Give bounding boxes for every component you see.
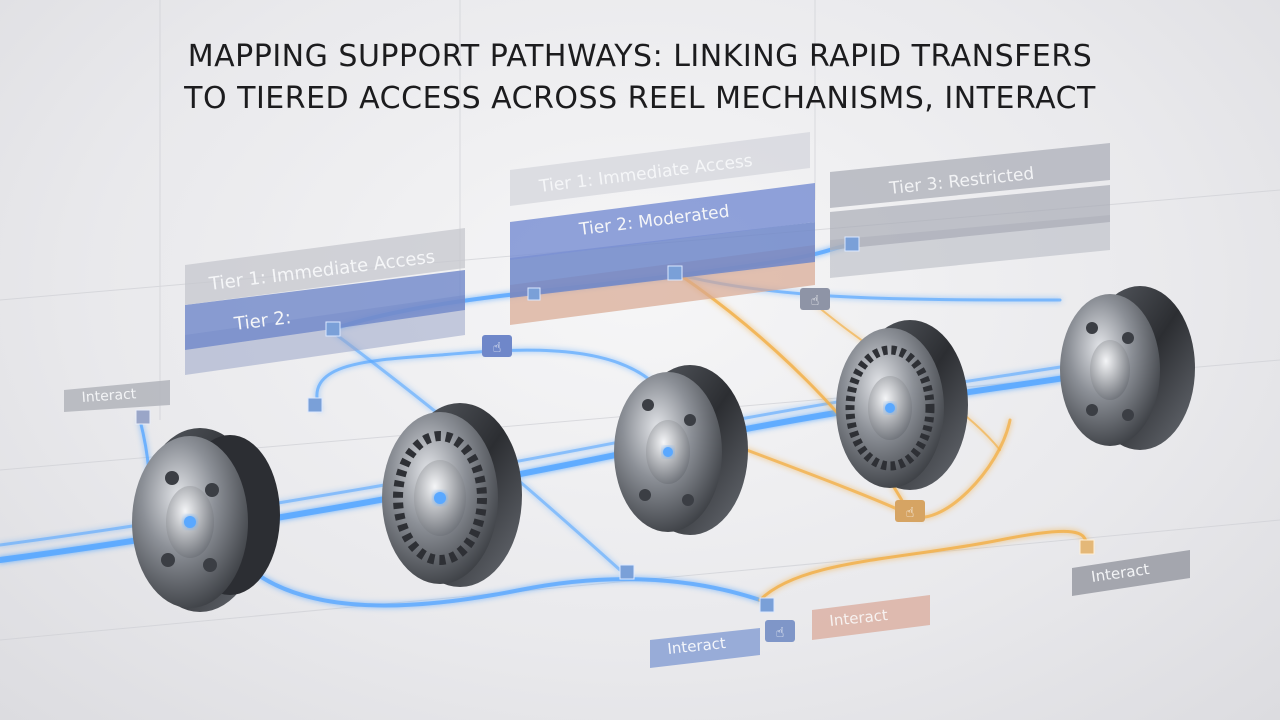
tier-layer-bottom [830, 215, 1110, 278]
tier-1-layer [185, 228, 465, 305]
svg-text:Interact: Interact [81, 386, 137, 406]
tier-stack-3: Tier 3: Restricted [830, 143, 1110, 278]
tier-layer-mid [830, 185, 1110, 250]
reel-2 [382, 403, 522, 587]
reel-4 [836, 320, 968, 490]
connector-nodes [135, 236, 1095, 613]
interact-button-bottom-left[interactable]: Interact [650, 628, 760, 668]
tier-layer-blue [510, 222, 815, 298]
reel-3 [614, 365, 748, 535]
interact-button-left[interactable]: Interact [64, 380, 170, 412]
tier-stack-1: Tier 1: Immediate Access Tier 2: [185, 228, 465, 375]
touch-icon-1[interactable]: ☝ [482, 335, 512, 357]
svg-text:☝: ☝ [811, 293, 820, 309]
pathway-lower-left [238, 558, 762, 608]
svg-text:☝: ☝ [493, 340, 502, 356]
page-title: MAPPING SUPPORT PATHWAYS: LINKING RAPID … [0, 36, 1280, 120]
title-line-2: TO TIERED ACCESS ACROSS REEL MECHANISMS,… [184, 81, 1096, 116]
svg-text:☝: ☝ [776, 625, 785, 641]
reel-1 [132, 428, 280, 612]
tier-1-layer [510, 132, 810, 206]
tier-3-layer [830, 143, 1110, 208]
title-line-1: MAPPING SUPPORT PATHWAYS: LINKING RAPID … [187, 39, 1093, 74]
svg-text:☝: ☝ [906, 505, 915, 521]
touch-icon-4[interactable]: ☝ [765, 620, 795, 642]
reel-5 [1060, 286, 1195, 450]
tier-stack-2: Tier 1: Immediate Access Tier 2: Moderat… [510, 132, 815, 325]
tier-2-layer [510, 183, 815, 260]
interact-button-right[interactable]: Interact [1072, 550, 1190, 596]
touch-icon-2[interactable]: ☝ [800, 288, 830, 310]
touch-icon-3[interactable]: ☝ [895, 500, 925, 522]
pathway-loop-left [315, 348, 652, 412]
interact-button-bottom-center[interactable]: Interact [812, 595, 930, 640]
tier-2-layer [185, 270, 465, 350]
pathway-orange-2 [758, 529, 1092, 602]
